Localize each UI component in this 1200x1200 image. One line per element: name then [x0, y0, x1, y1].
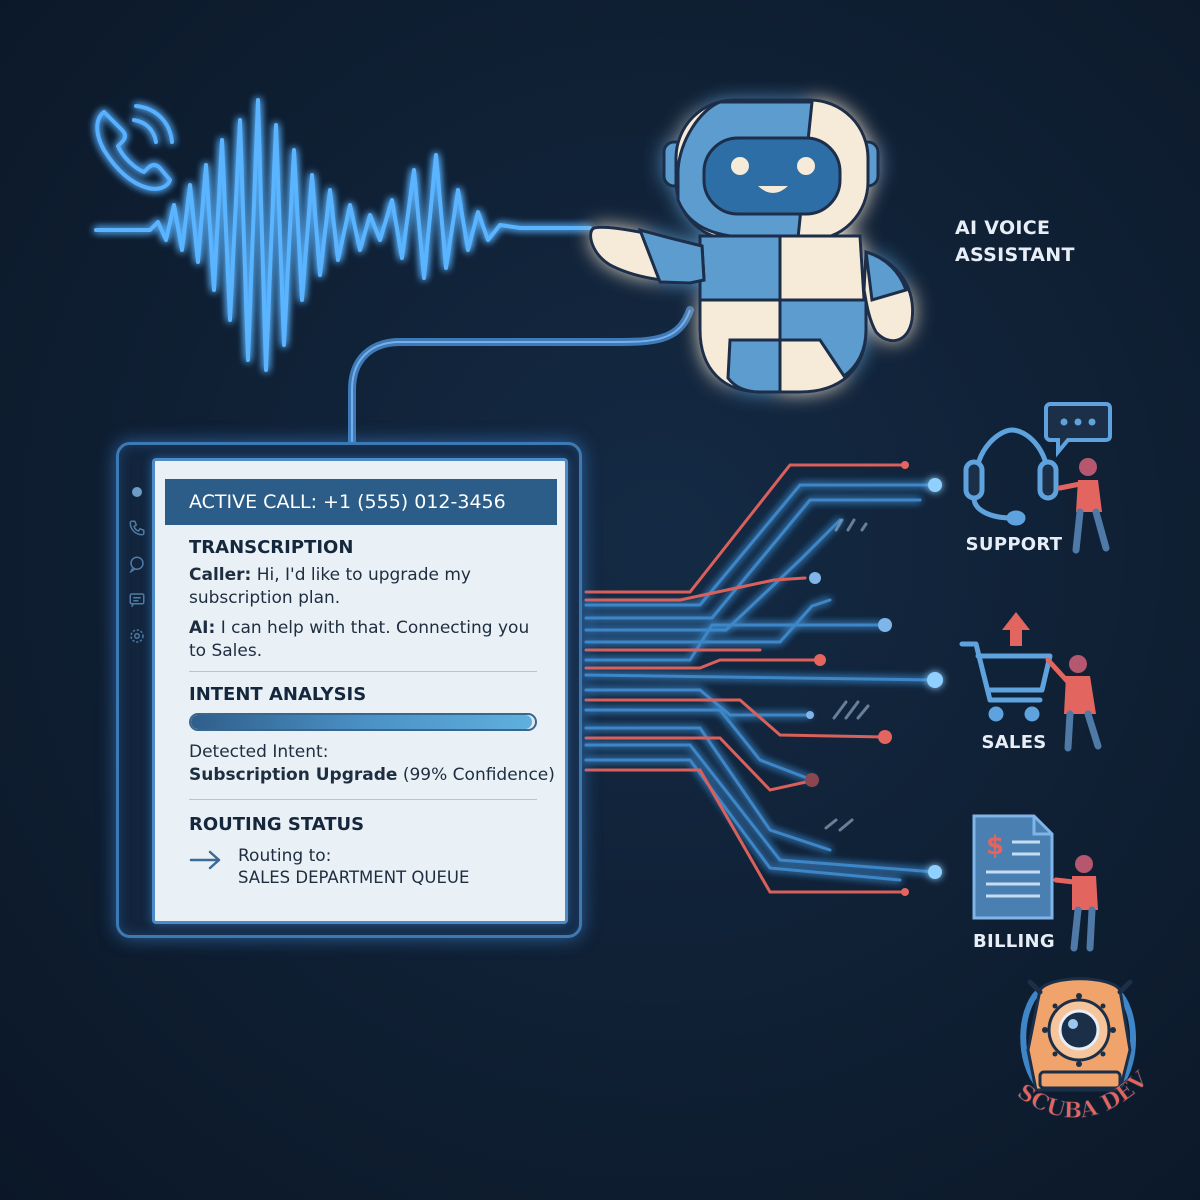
sales-agent-figure	[1045, 655, 1102, 752]
intent-confidence-bar	[189, 713, 537, 731]
assistant-label: AI VOICE ASSISTANT	[955, 217, 1075, 266]
robot-dashboard-connector	[348, 306, 694, 446]
headset-icon	[963, 427, 1059, 526]
transcript-line-caller: Caller: Hi, I'd like to upgrade my subsc…	[189, 564, 539, 610]
arrow-right-icon	[189, 850, 221, 870]
message-icon[interactable]	[126, 589, 148, 611]
routing-label: Routing to:	[238, 846, 332, 866]
status-dot-icon[interactable]	[126, 481, 148, 503]
transcript-line-ai: AI: I can help with that. Connecting you…	[189, 617, 539, 663]
intent-confidence: (99% Confidence)	[402, 765, 555, 785]
dept-label-billing: BILLING	[973, 931, 1055, 952]
transcript-text: Hi, I'd like to upgrade my subscription …	[189, 565, 471, 608]
voice-waveform	[94, 98, 592, 372]
phone-icon[interactable]	[126, 517, 148, 539]
gear-icon[interactable]	[126, 625, 148, 647]
cart-icon	[959, 641, 1053, 722]
call-details-card: ACTIVE CALL: +1 (555) 012-3456 TRANSCRIP…	[152, 458, 568, 924]
support-agent-figure	[1057, 458, 1110, 554]
transcript-text: I can help with that. Connecting you to …	[189, 618, 530, 661]
dept-label-support: SUPPORT	[965, 534, 1063, 555]
scuba-dev-logo: SCUBA DEV	[1012, 977, 1154, 1124]
active-call-header: ACTIVE CALL: +1 (555) 012-3456	[165, 479, 557, 525]
phone-icon	[95, 104, 174, 191]
section-divider	[189, 671, 537, 672]
routing-lines-blue	[584, 483, 937, 882]
billing-agent-figure	[1053, 855, 1098, 952]
routing-lines-red	[584, 463, 907, 894]
speech-bubble-icon	[1044, 402, 1112, 458]
dashboard-sidebar	[119, 445, 155, 971]
intent-confidence-fill	[191, 715, 532, 729]
motion-dashes	[824, 518, 870, 832]
invoice-icon: $	[972, 814, 1054, 920]
dept-label-sales: SALES	[981, 732, 1047, 753]
chat-icon[interactable]	[126, 553, 148, 575]
speaker-label: Caller:	[189, 565, 252, 585]
speaker-label: AI:	[189, 618, 216, 638]
routing-destination: SALES DEPARTMENT QUEUE	[238, 868, 470, 887]
routing-endpoints	[805, 461, 943, 896]
transcription-title: TRANSCRIPTION	[189, 537, 354, 558]
intent-name: Subscription Upgrade	[189, 765, 398, 785]
intent-analysis-title: INTENT ANALYSIS	[189, 684, 367, 705]
svg-text:$: $	[986, 831, 1004, 861]
upgrade-arrow-icon	[1002, 612, 1030, 646]
section-divider	[189, 799, 537, 800]
detected-intent-label: Detected Intent:	[189, 742, 329, 762]
robot-mascot-icon	[589, 98, 915, 394]
detected-intent-value: Subscription Upgrade (99% Confidence)	[189, 764, 559, 787]
routing-status-title: ROUTING STATUS	[189, 814, 365, 835]
